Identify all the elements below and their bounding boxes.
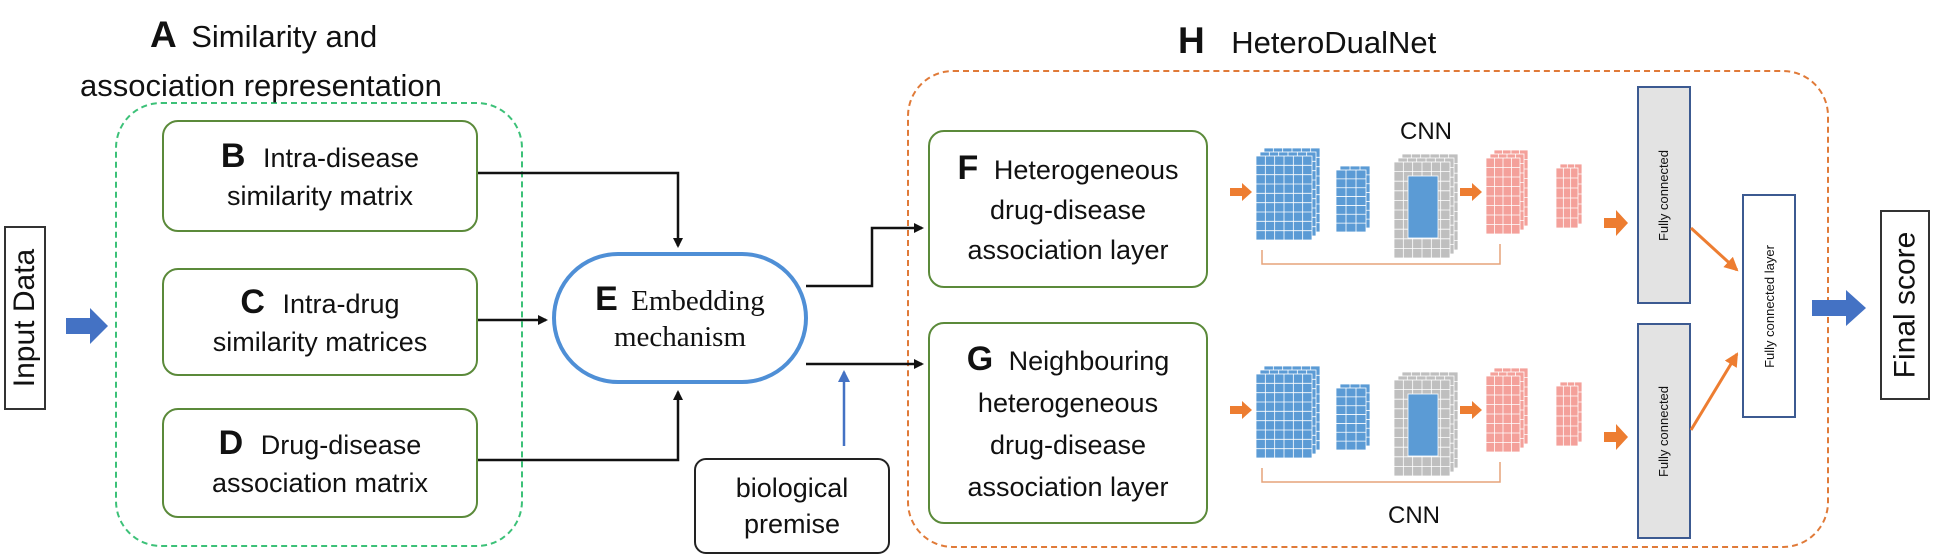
box-d-line2: association matrix <box>211 468 429 498</box>
section-a-letter: A <box>150 14 177 55</box>
cnn-bottom-input-arrow-icon <box>1230 401 1252 419</box>
section-h-title: H HeteroDualNet <box>1178 20 1436 62</box>
box-g-line4: association layer <box>967 472 1169 502</box>
box-d-line1: Drug-disease <box>260 430 422 460</box>
cnn-top-illustration <box>1230 147 1583 265</box>
premise-line2: premise <box>743 509 840 539</box>
box-d-letter: D <box>218 424 244 462</box>
cnn-top-input-arrow-icon <box>1230 183 1252 201</box>
input-data-box: Input Data <box>4 226 46 410</box>
cnn-top-conv2-layer <box>1335 169 1367 233</box>
section-h-letter: H <box>1178 20 1205 61</box>
box-f-line2: drug-disease <box>989 195 1147 225</box>
section-a-line1: Similarity and <box>191 19 378 54</box>
cnn-top-mid-arrow-icon <box>1460 183 1482 201</box>
arrow-d-to-e <box>478 390 683 462</box>
input-arrow-icon <box>66 308 108 344</box>
cnn-top-to-fc-arrow-icon <box>1604 210 1628 236</box>
box-e-line1: Embedding <box>631 285 765 317</box>
cnn-top-label: CNN <box>1400 118 1452 145</box>
box-e-embedding: E Embedding mechanism <box>552 252 808 384</box>
box-e-letter: E <box>595 280 618 318</box>
cnn-bottom-mid-arrow-icon <box>1460 401 1482 419</box>
box-d: D Drug-disease association matrix <box>162 408 478 518</box>
section-h-name: HeteroDualNet <box>1231 25 1437 60</box>
box-c: C Intra-drug similarity matrices <box>162 268 478 376</box>
box-c-letter: C <box>240 283 265 321</box>
arrow-e-to-f <box>806 223 924 288</box>
fc-bottom-box: Fully connected <box>1637 323 1691 539</box>
box-b-line2: similarity matrix <box>226 181 413 211</box>
section-a-line2: association representation <box>80 68 442 103</box>
box-g: G Neighbouring heterogeneous drug-diseas… <box>928 322 1208 524</box>
biological-premise-box: biological premise <box>694 458 890 554</box>
cnn-bottom-skip-connection <box>1261 462 1501 483</box>
cnn-top-skip-connection <box>1261 244 1501 265</box>
box-c-line1: Intra-drug <box>282 289 400 319</box>
box-b-letter: B <box>220 137 246 175</box>
box-f: F Heterogeneous drug-disease association… <box>928 130 1208 288</box>
box-c-line2: similarity matrices <box>212 327 428 357</box>
cnn-top-pool-core <box>1407 175 1439 239</box>
box-f-line1: Heterogeneous <box>993 155 1179 185</box>
cnn-bottom-pool-core <box>1407 393 1439 457</box>
arrow-b-to-e <box>478 171 683 248</box>
box-e-line2: mechanism <box>613 321 747 353</box>
box-g-line3: drug-disease <box>989 430 1147 460</box>
box-g-line1: Neighbouring <box>1008 346 1170 376</box>
final-score-box: Final score <box>1880 210 1930 400</box>
box-f-letter: F <box>957 149 979 187</box>
box-b-line1: Intra-disease <box>262 143 420 173</box>
fc-bottom-to-final-arrow <box>1689 352 1739 431</box>
fc-top-to-final-arrow <box>1689 226 1739 272</box>
output-arrow-icon <box>1812 290 1866 326</box>
box-b: B Intra-disease similarity matrix <box>162 120 478 232</box>
cnn-bottom-label: CNN <box>1388 502 1440 529</box>
box-g-letter: G <box>966 340 994 378</box>
premise-line1: biological <box>735 473 849 503</box>
similarity-group <box>115 102 523 547</box>
fc-final-box: Fully connected layer <box>1742 194 1796 418</box>
fc-top-box: Fully connected <box>1637 86 1691 304</box>
section-a-title: A Similarity and <box>150 14 377 56</box>
cnn-bottom-conv2-layer <box>1335 387 1367 451</box>
box-g-line2: heterogeneous <box>977 388 1159 418</box>
cnn-bottom-to-fc-arrow-icon <box>1604 424 1628 450</box>
box-f-line3: association layer <box>967 235 1169 265</box>
cnn-bottom-illustration <box>1230 365 1583 483</box>
